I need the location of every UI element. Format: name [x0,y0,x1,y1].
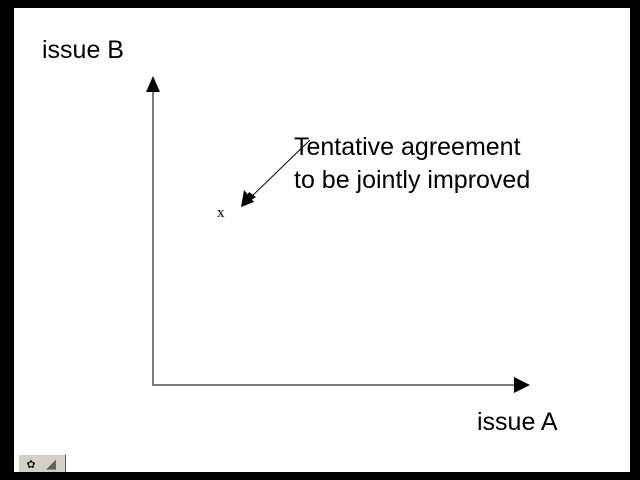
x-axis-line [152,384,518,386]
mini-toolbar[interactable]: ✿ ◢ [18,454,66,474]
annotation-line-2: to be jointly improved [294,166,531,194]
window-bottom-bar [0,472,640,480]
shape-tool-icon[interactable]: ◢ [46,456,56,471]
slide-canvas: issue B issue A Tentative agreement to b… [14,8,630,474]
arrow-up-icon [146,76,160,92]
annotation-line-1: Tentative agreement [294,133,521,161]
y-axis-label: issue B [42,36,124,64]
stamp-tool-icon[interactable]: ✿ [26,458,36,471]
x-axis-label: issue A [477,408,558,436]
arrow-down-left-icon [241,139,311,207]
point-marker: x [217,205,225,221]
arrow-right-icon [514,377,530,393]
y-axis-line [152,88,154,386]
annotation-callout: Tentative agreement to be jointly improv… [294,131,530,197]
